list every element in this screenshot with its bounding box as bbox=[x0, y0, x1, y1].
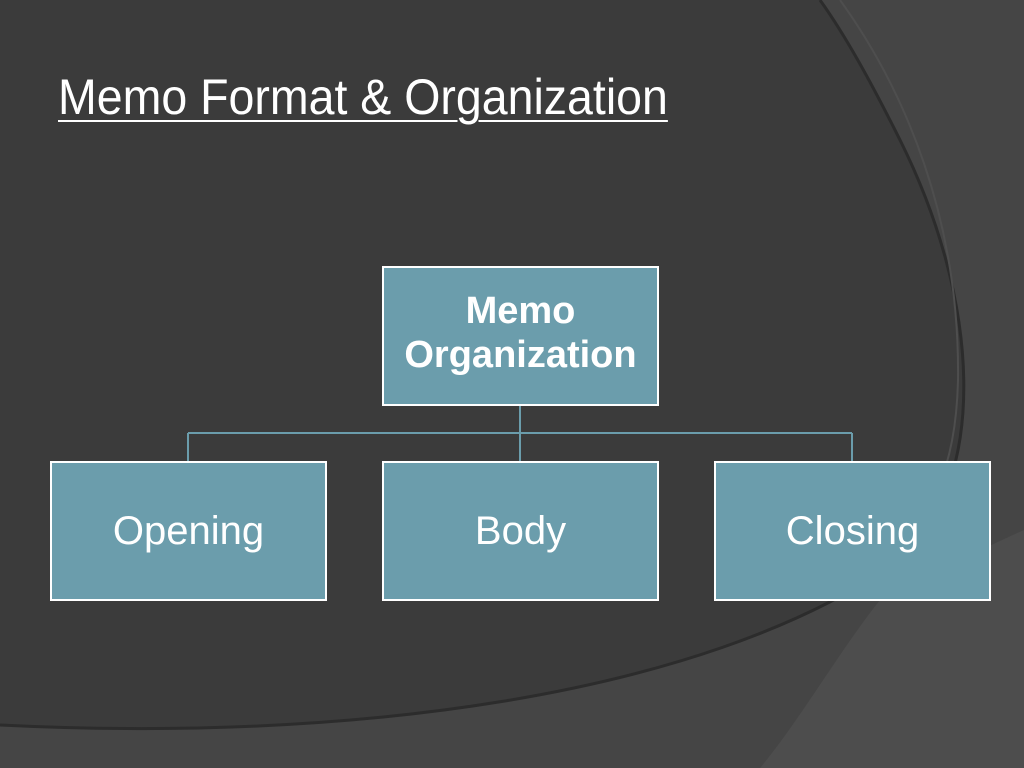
child-node-label: Opening bbox=[112, 509, 265, 553]
child-node-body: Body bbox=[382, 461, 659, 601]
root-node-label-line1: Memo bbox=[465, 290, 576, 332]
root-node-label-line2: Organization bbox=[404, 334, 637, 376]
child-node-label: Closing bbox=[785, 509, 920, 553]
slide-title: Memo Format & Organization bbox=[58, 69, 668, 125]
child-node-closing: Closing bbox=[714, 461, 991, 601]
child-node-opening: Opening bbox=[50, 461, 327, 601]
root-node-memo-organization: Memo Organization bbox=[382, 266, 659, 406]
child-node-label: Body bbox=[474, 509, 567, 553]
